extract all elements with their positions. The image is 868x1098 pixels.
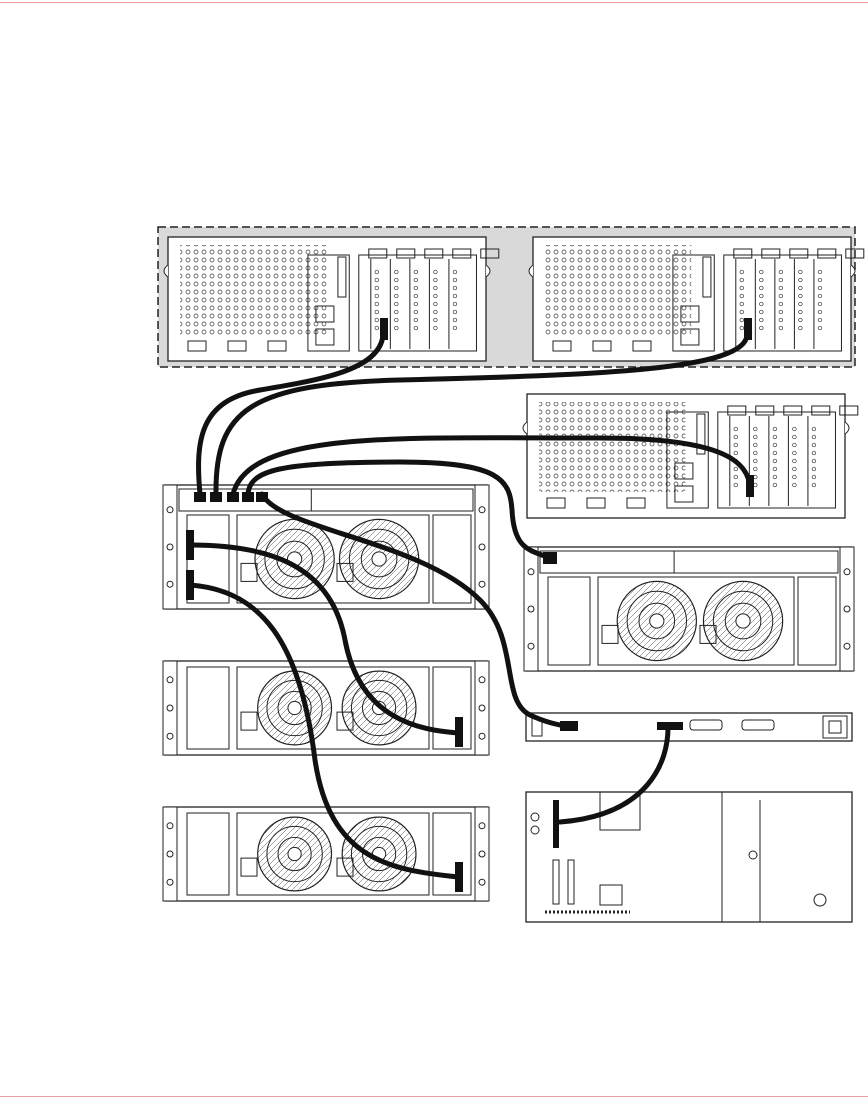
tape-library [526,792,852,922]
server-right [529,237,864,361]
disk-expansion-enclosure-2 [163,807,489,901]
server-left [164,237,499,361]
server-standalone [523,394,858,518]
disk-enclosure-right-fan-2 [703,581,782,660]
tape-scsi-port [553,800,559,848]
disk-expansion-enclosure-1 [163,661,489,755]
router-bridge [526,713,852,741]
disk-expansion-enclosure-2-fan-1 [258,817,332,891]
disk-enclosure-right [524,547,854,671]
disk-expansion-enclosure-1-fan-1 [258,671,332,745]
disk-enclosure-right-fan-1 [617,581,696,660]
storage-controller-enclosure-fan-2 [339,519,418,598]
disk-expansion-enclosure-2-fan-2 [342,817,416,891]
